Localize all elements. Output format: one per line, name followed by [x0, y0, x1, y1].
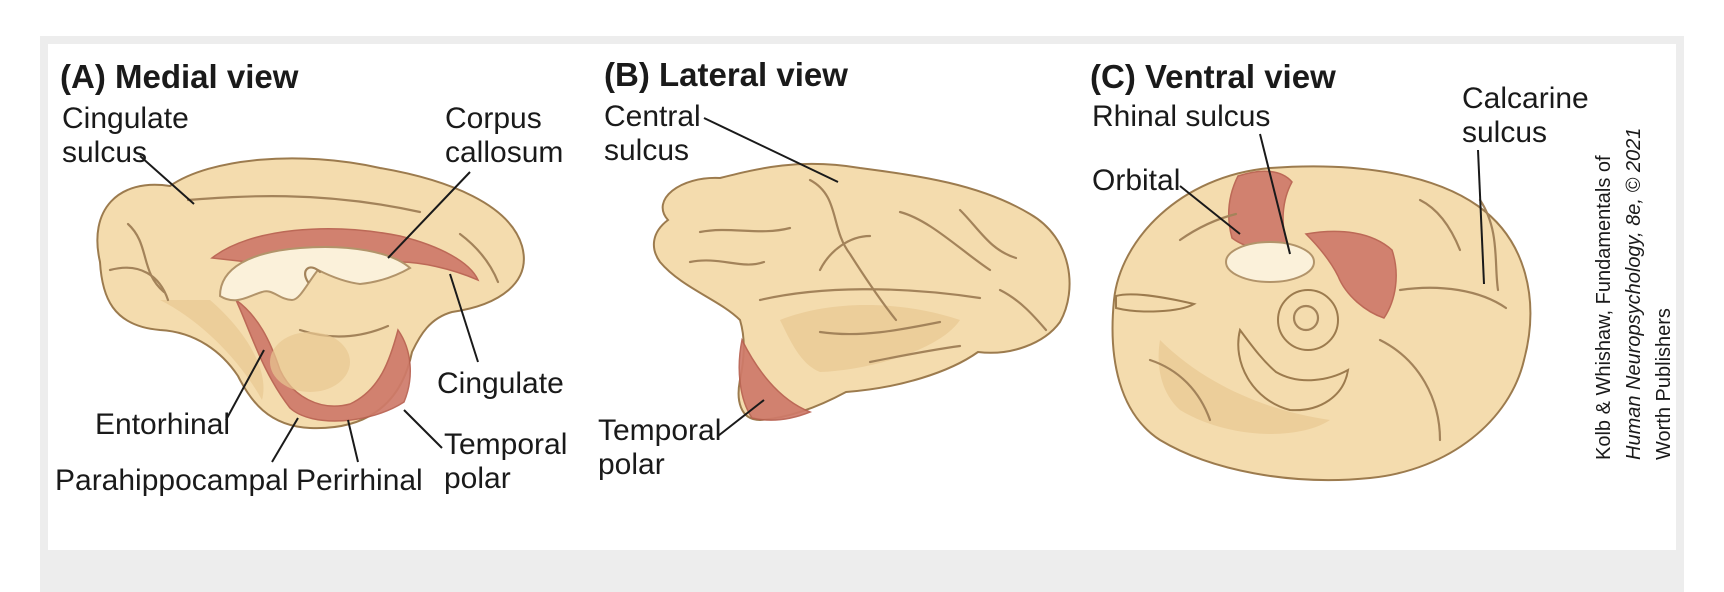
- medial-brain-illustration: [96, 157, 525, 430]
- leader-orbital: [1179, 185, 1241, 235]
- label-cingulate-sulcus-line2: sulcus: [62, 136, 147, 169]
- leader-central-sulcus: [703, 117, 839, 183]
- ventral-view-panel: (C) Ventral view Rhinal sulcus Orbital: [1090, 58, 1589, 481]
- leader-cingulate: [449, 273, 479, 363]
- label-perirhinal: Perirhinal: [296, 464, 423, 497]
- medial-view-panel: (A) Medial view Cingulate sulcus Corpus …: [55, 58, 567, 497]
- leader-calcarine-sulcus: [1477, 149, 1485, 285]
- leader-temporal-polar-lateral: [717, 399, 765, 437]
- credit-line-3: Worth Publishers: [1653, 308, 1675, 460]
- label-central-sulcus-line1: Central: [604, 100, 701, 133]
- label-cingulate: Cingulate: [437, 367, 564, 400]
- label-temporal-polar-line1: Temporal: [444, 428, 567, 461]
- label-orbital: Orbital: [1092, 164, 1180, 197]
- credit-line-2: Human Neuropsychology, 8e, © 2021: [1623, 128, 1645, 460]
- medial-view-title: (A) Medial view: [60, 58, 299, 95]
- label-rhinal-sulcus: Rhinal sulcus: [1092, 100, 1270, 133]
- label-corpus-callosum-line1: Corpus: [445, 102, 542, 135]
- label-calcarine-sulcus-line2: sulcus: [1462, 116, 1547, 149]
- ventral-brain-illustration: [1111, 165, 1532, 481]
- lateral-view-panel: (B) Lateral view Central sulcus Temporal…: [598, 56, 1071, 481]
- leader-cingulate-sulcus: [139, 155, 195, 205]
- label-corpus-callosum-line2: callosum: [445, 136, 563, 169]
- leader-corpus-callosum: [387, 171, 471, 259]
- label-central-sulcus-line2: sulcus: [604, 134, 689, 167]
- label-cingulate-sulcus-line1: Cingulate: [62, 102, 189, 135]
- leader-parahippocampal: [271, 417, 299, 463]
- label-temporal-polar-lateral-line1: Temporal: [598, 414, 721, 447]
- label-parahippocampal: Parahippocampal: [55, 464, 288, 497]
- leader-perirhinal: [347, 419, 359, 463]
- credit-line-1: Kolb & Whishaw, Fundamentals of: [1593, 155, 1615, 460]
- lateral-brain-illustration: [652, 162, 1071, 422]
- figure-credit: Kolb & Whishaw, Fundamentals of Human Ne…: [1593, 128, 1675, 460]
- leader-rhinal-sulcus: [1259, 133, 1291, 255]
- label-calcarine-sulcus-line1: Calcarine: [1462, 82, 1589, 115]
- label-entorhinal: Entorhinal: [95, 408, 230, 441]
- label-temporal-polar-lateral-line2: polar: [598, 448, 665, 481]
- label-temporal-polar-line2: polar: [444, 462, 511, 495]
- leader-temporal-polar-medial: [403, 409, 443, 449]
- ventral-view-title: (C) Ventral view: [1090, 58, 1336, 95]
- leader-entorhinal: [225, 349, 265, 421]
- lateral-view-title: (B) Lateral view: [604, 56, 848, 93]
